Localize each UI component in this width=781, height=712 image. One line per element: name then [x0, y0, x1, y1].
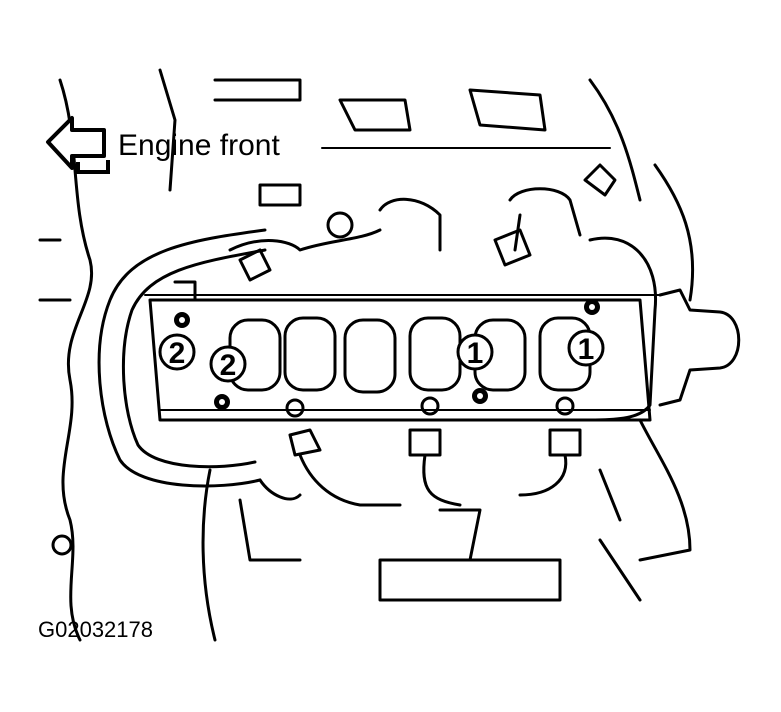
svg-text:1: 1 — [467, 337, 484, 370]
intake-manifold-gasket — [144, 280, 661, 422]
left-arrow-icon — [46, 116, 106, 170]
lower-connectors — [258, 428, 582, 507]
svg-text:2: 2 — [169, 337, 186, 370]
svg-text:2: 2 — [220, 349, 237, 382]
bolt-icon — [472, 388, 488, 404]
injector-lines — [228, 163, 617, 282]
callout-bolt-2-left: 2 — [158, 333, 196, 371]
figure-code: G02032178 — [38, 617, 153, 642]
bolt-icon — [214, 394, 230, 410]
callout-bolt-2-lower: 2 — [209, 345, 247, 383]
bolt-icon — [174, 312, 190, 328]
engine-front-label: Engine front — [118, 129, 280, 162]
throttle-body — [658, 288, 741, 407]
bolt-icon — [584, 299, 600, 315]
svg-text:1: 1 — [578, 333, 595, 366]
callout-bolt-1-right: 1 — [567, 329, 605, 367]
engine-front-indicator: Engine front — [46, 116, 611, 174]
mounting-bolts — [174, 299, 600, 410]
callout-bolt-1-center: 1 — [456, 333, 494, 371]
engine-block-outline — [38, 68, 695, 642]
